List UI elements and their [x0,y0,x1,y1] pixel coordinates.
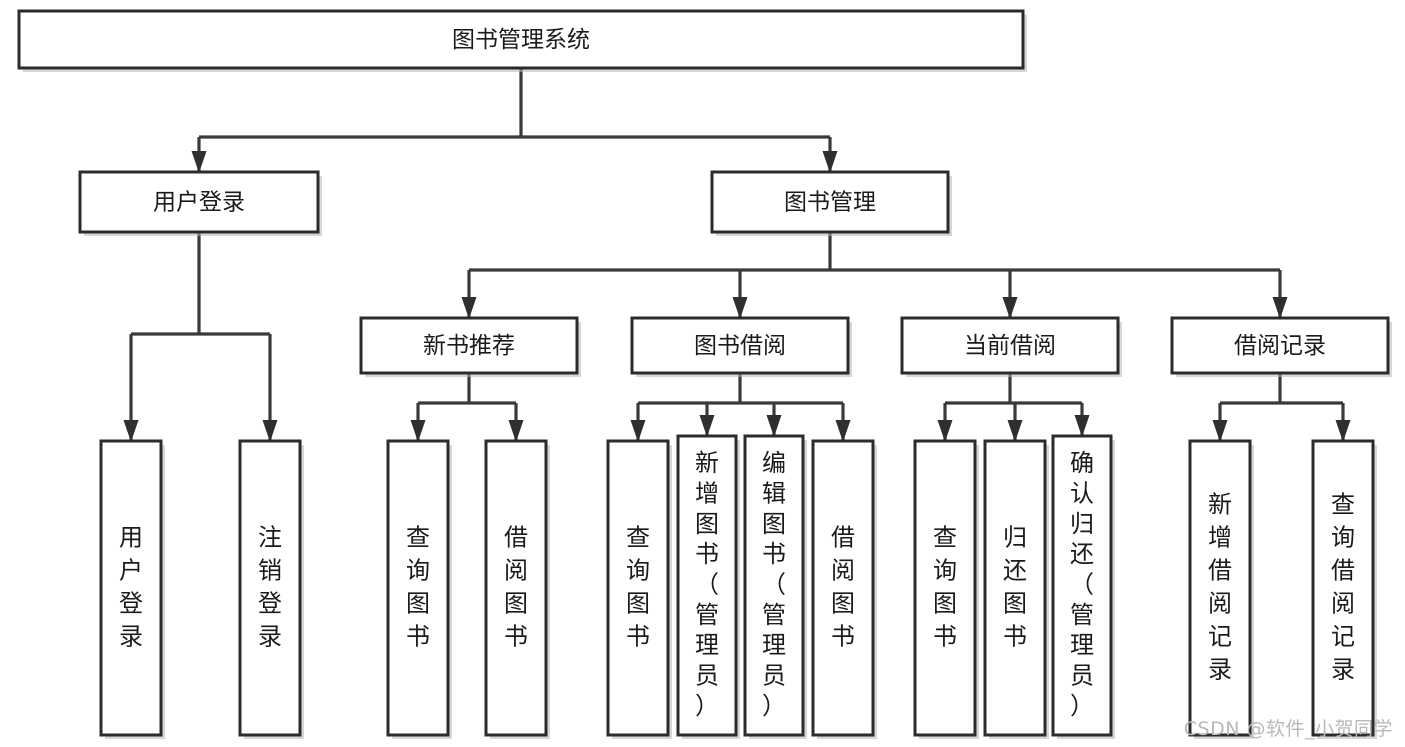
node-label: 查询图书 [626,524,650,651]
node-box[interactable] [743,434,805,737]
arrow-head-icon [1007,420,1023,442]
connector-layer [123,68,1351,442]
arrow-head-icon [123,420,139,442]
csdn-watermark: CSDN @软件_小贺同学 [1183,718,1393,740]
flow-node-leaf-borrow-book-borrow[interactable]: 借阅图书 [811,439,877,739]
arrow-head-icon [822,151,838,173]
edge-group-root [191,68,838,173]
flow-node-leaf-borrow-book-rec[interactable]: 借阅图书 [484,439,550,739]
node-label: 查询图书 [933,524,957,651]
arrow-head-icon [835,420,851,442]
arrow-head-icon [262,420,278,442]
node-box[interactable] [710,170,950,234]
node-box[interactable] [359,316,579,375]
node-label: 归还图书 [1003,524,1027,651]
arrow-head-icon [1002,297,1018,319]
arrow-head-icon [1272,297,1288,319]
node-box[interactable] [238,439,302,737]
node-label: 查询图书 [406,524,430,651]
node-box[interactable] [913,439,977,737]
node-label: 确认归还（管理员） [1070,449,1094,720]
node-box[interactable] [676,434,738,737]
flow-node-leaf-query-book-borrow[interactable]: 查询图书 [606,439,672,739]
arrow-head-icon [508,420,524,442]
arrow-head-icon [937,420,953,442]
edge-group-user-login [123,232,278,442]
edge-group-new-book-recommend [410,373,524,442]
node-label: 借阅图书 [831,524,855,651]
node-label: 新书推荐 [423,333,515,359]
node-box[interactable] [630,316,850,375]
flow-node-leaf-user-login[interactable]: 用户登录 [99,439,165,739]
flow-node-leaf-add-book-admin[interactable]: 新增图书（管理员） [676,434,740,739]
node-box[interactable] [1311,439,1375,737]
edge-group-book-management [461,232,1288,319]
edge-group-book-borrow [630,373,851,442]
flow-node-user-login[interactable]: 用户登录 [78,170,322,236]
node-layer: 图书管理系统用户登录图书管理新书推荐图书借阅当前借阅借阅记录用户登录注销登录查询… [17,9,1392,739]
node-box[interactable] [1170,316,1390,375]
arrow-head-icon [630,420,646,442]
flow-node-new-book-recommend[interactable]: 新书推荐 [359,316,581,377]
node-box[interactable] [17,9,1025,70]
node-box[interactable] [900,316,1120,375]
node-label: 图书管理 [784,190,876,216]
arrow-head-icon [732,297,748,319]
node-label: 用户登录 [119,524,143,651]
node-label: 编辑图书（管理员） [762,449,786,720]
flow-node-book-borrow[interactable]: 图书借阅 [630,316,852,377]
node-label: 新增借阅记录 [1208,491,1232,684]
arrow-head-icon [410,420,426,442]
node-box[interactable] [386,439,450,737]
node-label: 注销登录 [258,524,282,651]
arrow-head-icon [699,415,715,437]
edge-group-borrow-records [1212,373,1351,442]
node-label: 借阅记录 [1234,333,1326,359]
node-box[interactable] [78,170,320,234]
flow-node-borrow-records[interactable]: 借阅记录 [1170,316,1392,377]
flow-node-current-borrow[interactable]: 当前借阅 [900,316,1122,377]
flow-node-root[interactable]: 图书管理系统 [17,9,1027,72]
node-label: 用户登录 [153,190,245,216]
node-box[interactable] [983,439,1047,737]
node-label: 图书借阅 [694,333,786,359]
flow-node-leaf-return-book[interactable]: 归还图书 [983,439,1049,739]
node-box[interactable] [606,439,670,737]
flow-node-leaf-confirm-return-admin[interactable]: 确认归还（管理员） [1051,434,1115,739]
node-box[interactable] [1188,439,1252,737]
flow-node-leaf-query-book-current[interactable]: 查询图书 [913,439,979,739]
arrow-head-icon [766,415,782,437]
node-label: 新增图书（管理员） [695,449,719,720]
flow-node-leaf-edit-book-admin[interactable]: 编辑图书（管理员） [743,434,807,739]
node-label: 查询借阅记录 [1331,491,1355,684]
flow-node-leaf-query-book-rec[interactable]: 查询图书 [386,439,452,739]
arrow-head-icon [461,297,477,319]
flow-node-leaf-query-borrow-record[interactable]: 查询借阅记录 [1311,439,1377,739]
edge-group-current-borrow [937,373,1090,442]
node-label: 当前借阅 [964,333,1056,359]
flow-node-leaf-logout[interactable]: 注销登录 [238,439,304,739]
arrow-head-icon [1074,415,1090,437]
node-box[interactable] [99,439,163,737]
arrow-head-icon [1212,420,1228,442]
flow-node-leaf-add-borrow-record[interactable]: 新增借阅记录 [1188,439,1254,739]
node-label: 图书管理系统 [452,27,590,53]
arrow-head-icon [1335,420,1351,442]
arrow-head-icon [191,151,207,173]
node-box[interactable] [1051,434,1113,737]
node-box[interactable] [811,439,875,737]
node-box[interactable] [484,439,548,737]
node-label: 借阅图书 [504,524,528,651]
flow-node-book-management[interactable]: 图书管理 [710,170,952,236]
